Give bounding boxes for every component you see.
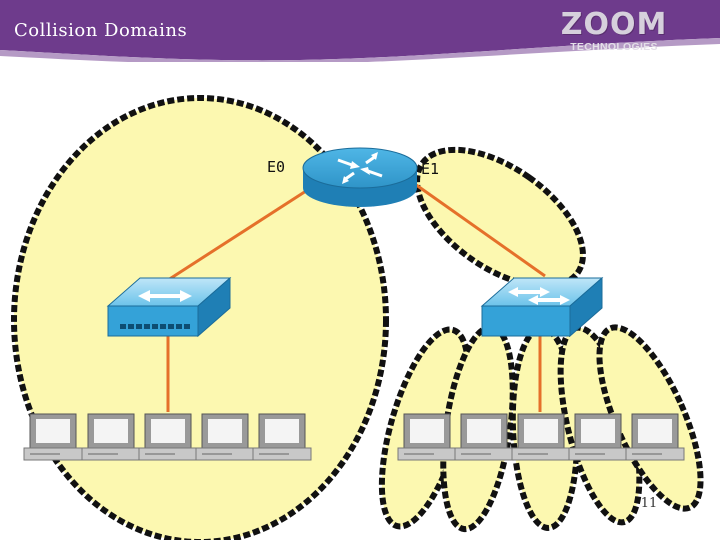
host-right-3 bbox=[511, 413, 571, 461]
router-port-label-e0: E0 bbox=[267, 158, 286, 176]
link-router-hub bbox=[167, 180, 321, 282]
host-right-2 bbox=[454, 413, 514, 461]
router-port-label-e1: E1 bbox=[421, 160, 440, 178]
host-left-2 bbox=[81, 413, 141, 461]
switch-icon bbox=[480, 276, 604, 338]
hosts-left bbox=[23, 413, 312, 461]
header-background bbox=[0, 0, 720, 62]
host-left-5 bbox=[252, 413, 312, 461]
page-number: 11 bbox=[640, 496, 658, 511]
collision-domain-router-switch bbox=[414, 146, 586, 290]
host-right-1 bbox=[397, 413, 457, 461]
logo-sub-text: TECHNOLOGIES bbox=[570, 41, 658, 53]
host-left-3 bbox=[138, 413, 198, 461]
host-right-5 bbox=[625, 413, 685, 461]
router-icon bbox=[302, 147, 418, 207]
header-banner: Collision Domains ZOOM TECHNOLOGIES bbox=[0, 0, 720, 62]
hub-icon bbox=[106, 276, 232, 338]
host-left-4 bbox=[195, 413, 255, 461]
logo-main-text: ZOOM bbox=[560, 7, 668, 42]
zoom-logo: ZOOM TECHNOLOGIES bbox=[560, 7, 668, 54]
hosts-right bbox=[397, 413, 685, 461]
host-left-1 bbox=[23, 413, 83, 461]
slide-title: Collision Domains bbox=[14, 20, 188, 41]
host-right-4 bbox=[568, 413, 628, 461]
network-links bbox=[166, 180, 546, 412]
link-router-switch bbox=[411, 180, 546, 278]
